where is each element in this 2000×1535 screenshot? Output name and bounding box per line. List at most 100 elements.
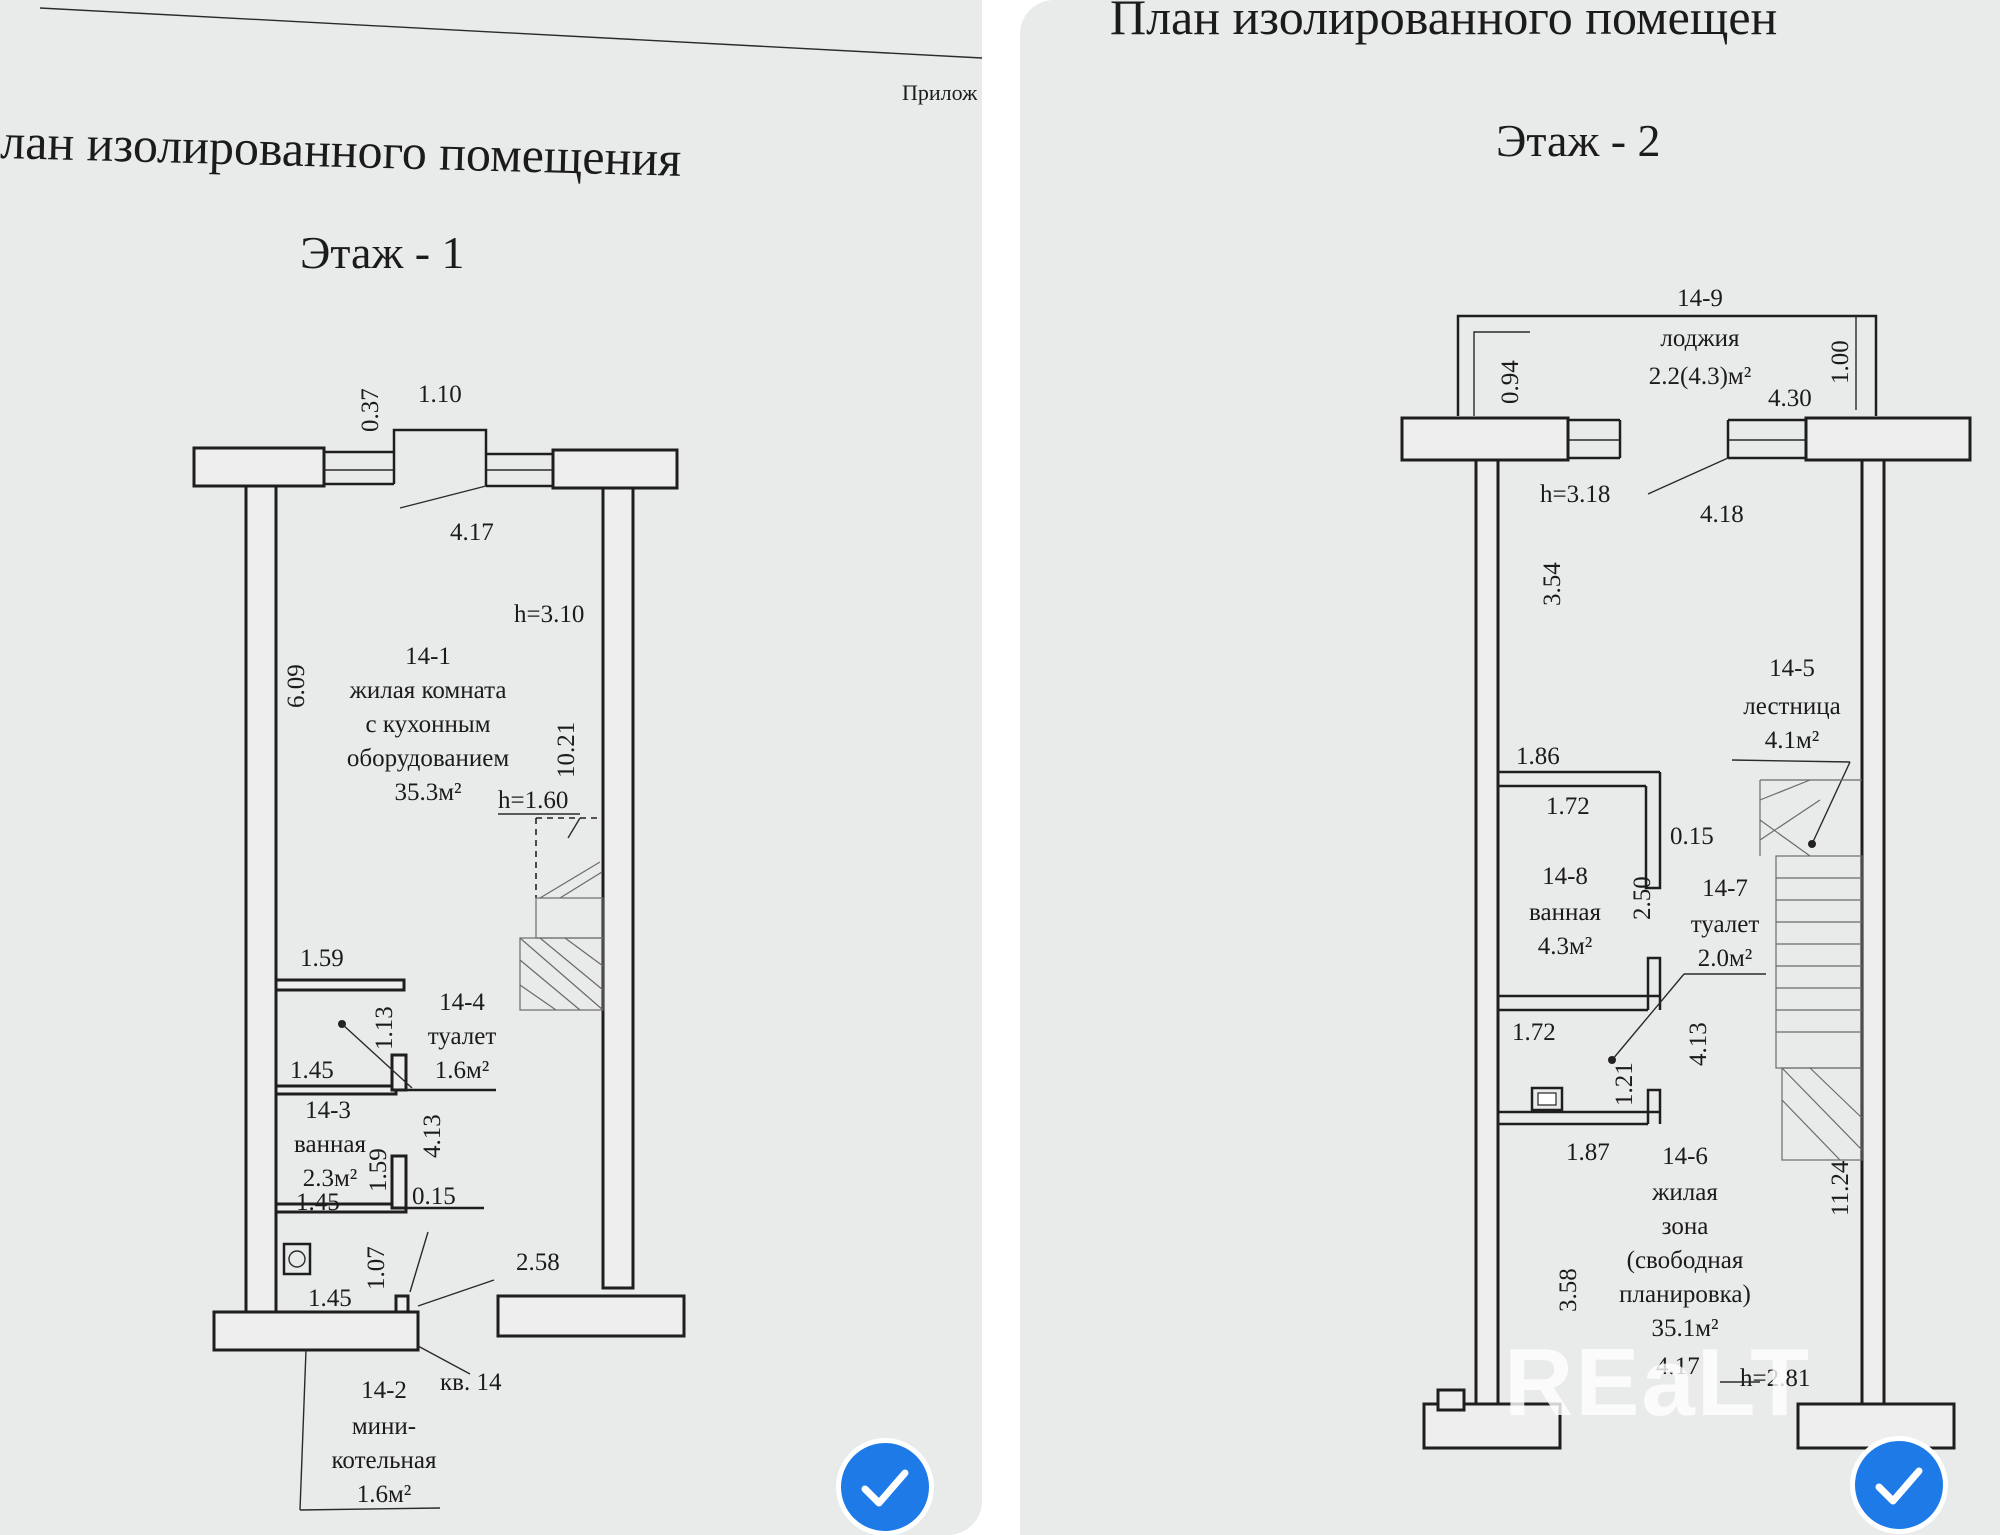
- svg-text:мини-: мини-: [352, 1413, 416, 1440]
- dim-partition: 0.15: [1670, 823, 1714, 850]
- svg-text:14-4: 14-4: [439, 989, 485, 1016]
- check-circle-icon[interactable]: [1850, 1436, 1948, 1534]
- dim-bath-length: 1.59: [365, 1148, 392, 1192]
- svg-text:14-3: 14-3: [305, 1097, 351, 1124]
- floor-plan-page-1[interactable]: Прилож лан изолированного помещения Этаж…: [0, 0, 982, 1535]
- svg-text:(свободная: (свободная: [1627, 1247, 1744, 1274]
- svg-text:жилая: жилая: [1651, 1179, 1718, 1206]
- room-14-1-label: 14-1 жилая комната с кухонным оборудован…: [347, 643, 509, 806]
- svg-text:4.1м²: 4.1м²: [1765, 727, 1820, 754]
- check-circle-icon[interactable]: [836, 1438, 934, 1535]
- staircase-floor-2: [1759, 779, 1863, 1161]
- window-left: [324, 450, 394, 486]
- dim-window-depth: 0.37: [357, 388, 384, 432]
- svg-text:2.3м²: 2.3м²: [303, 1165, 358, 1192]
- wall-left: [1474, 458, 1500, 1412]
- svg-text:14-2: 14-2: [361, 1377, 407, 1404]
- dim-width-top: 4.18: [1700, 501, 1744, 528]
- dim-wall-159: 1.59: [300, 945, 344, 972]
- room-14-9-label: 14-9 лоджия 2.2(4.3)м²: [1649, 285, 1751, 390]
- dim-bath-depth: 4.13: [419, 1114, 446, 1158]
- dim-bath-width: 1.86: [1516, 743, 1560, 770]
- wall-top-right: [1804, 416, 1972, 462]
- dim-wc-width: 1.45: [290, 1057, 334, 1084]
- internal-partitions-floor-2: [1498, 770, 1662, 1126]
- room-14-8-label: 14-8 ванная 4.3м²: [1529, 863, 1601, 960]
- dim-boiler-width: 1.45: [308, 1285, 352, 1312]
- vent-block: [1436, 1388, 1466, 1412]
- dim-boiler-depth: 1.07: [363, 1246, 390, 1290]
- staircase-floor-1: [519, 861, 604, 1011]
- wall-top-left: [192, 446, 326, 488]
- realt-watermark: REaLT: [1504, 1329, 1811, 1436]
- wall-right: [601, 486, 635, 1290]
- dim-total-length: 10.21: [553, 722, 580, 778]
- wall-bottom-left: [212, 1310, 420, 1352]
- dim-height-stair: h=1.60: [498, 787, 568, 814]
- room-14-7-label: 14-7 туалет 2.0м²: [1691, 875, 1760, 972]
- leader-line: [399, 485, 487, 509]
- dim-loggia-depth-left: 0.94: [1497, 360, 1524, 404]
- svg-text:оборудованием: оборудованием: [347, 745, 509, 772]
- svg-text:жилая комната: жилая комната: [349, 677, 507, 704]
- dim-partition: 0.15: [412, 1183, 456, 1210]
- stair-dashed-outline: [535, 817, 603, 898]
- svg-text:2.0м²: 2.0м²: [1698, 945, 1753, 972]
- loggia-outline: [1456, 314, 1878, 416]
- svg-text:ванная: ванная: [294, 1131, 366, 1158]
- svg-text:котельная: котельная: [332, 1447, 437, 1474]
- room-14-2-label: 14-2 мини- котельная 1.6м²: [332, 1377, 437, 1508]
- dim-total-length: 11.24: [1827, 1160, 1854, 1216]
- dim-height-bottom: h=2.81: [1740, 1365, 1810, 1392]
- dim-hall-depth: 1.21: [1611, 1062, 1638, 1106]
- floor-label: Этаж - 1: [300, 227, 465, 278]
- dim-bath-inner: 1.72: [1546, 793, 1590, 820]
- dim-entry-width: 2.58: [516, 1249, 560, 1276]
- page-title: лан изолированного помещения: [0, 113, 682, 187]
- floor-2-plan: План изолированного помещен Этаж - 2 0.9…: [1110, 0, 1972, 1450]
- svg-text:с кухонным: с кухонным: [365, 711, 490, 738]
- svg-text:14-6: 14-6: [1662, 1143, 1708, 1170]
- svg-text:35.1м²: 35.1м²: [1651, 1315, 1718, 1342]
- room-14-4-label: 14-4 туалет 1.6м²: [428, 989, 497, 1084]
- dim-room-length: 6.09: [283, 664, 310, 708]
- svg-text:14-9: 14-9: [1677, 285, 1723, 312]
- page-title: План изолированного помещен: [1110, 0, 1777, 45]
- svg-text:туалет: туалет: [428, 1023, 497, 1050]
- dim-width-bottom: 4.17: [1656, 1353, 1700, 1380]
- svg-text:14-1: 14-1: [405, 643, 451, 670]
- room-14-6-label: 14-6 жилая зона (свободная планировка) 3…: [1619, 1143, 1751, 1342]
- boiler-room-leader: [299, 1349, 307, 1511]
- window-left: [1568, 418, 1622, 460]
- door-niche: [392, 428, 488, 486]
- page-header-line: [39, 7, 982, 59]
- room-14-3-label: 14-3 ванная 2.3м²: [294, 1097, 366, 1192]
- svg-text:14-8: 14-8: [1542, 863, 1588, 890]
- apartment-leader: [417, 1345, 471, 1375]
- svg-text:1.6м²: 1.6м²: [357, 1481, 412, 1508]
- svg-text:4.3м²: 4.3м²: [1538, 933, 1593, 960]
- dim-wc-depth: 4.13: [1685, 1022, 1712, 1066]
- svg-text:лестница: лестница: [1743, 693, 1840, 720]
- appendix-label: Прилож: [902, 80, 978, 105]
- svg-text:14-5: 14-5: [1769, 655, 1815, 682]
- svg-text:14-7: 14-7: [1702, 875, 1748, 902]
- dim-bath-width: 1.45: [296, 1189, 340, 1216]
- floor-plan-page-2[interactable]: План изолированного помещен Этаж - 2 0.9…: [1020, 0, 2000, 1535]
- dim-wc-depth: 1.13: [371, 1006, 398, 1050]
- svg-text:1.6м²: 1.6м²: [435, 1057, 490, 1084]
- wall-top-left: [1400, 416, 1570, 462]
- dim-hall-width: 1.87: [1566, 1139, 1610, 1166]
- room-14-5-label: 14-5 лестница 4.1м²: [1743, 655, 1840, 754]
- dim-bath-depth: 2.50: [1629, 876, 1656, 920]
- meter-box-icon: [1530, 1086, 1564, 1112]
- dim-loggia-width: 4.30: [1768, 385, 1812, 412]
- internal-partitions-floor-1: [274, 978, 496, 1314]
- svg-text:ванная: ванная: [1529, 899, 1601, 926]
- wall-bottom-right: [496, 1294, 686, 1338]
- svg-text:планировка): планировка): [1619, 1281, 1751, 1308]
- dim-lower-length: 3.58: [1555, 1268, 1582, 1312]
- floor-1-plan: Прилож лан изолированного помещения Этаж…: [0, 7, 982, 1511]
- dim-upper-length: 3.54: [1539, 562, 1566, 606]
- wall-top-right: [551, 448, 679, 490]
